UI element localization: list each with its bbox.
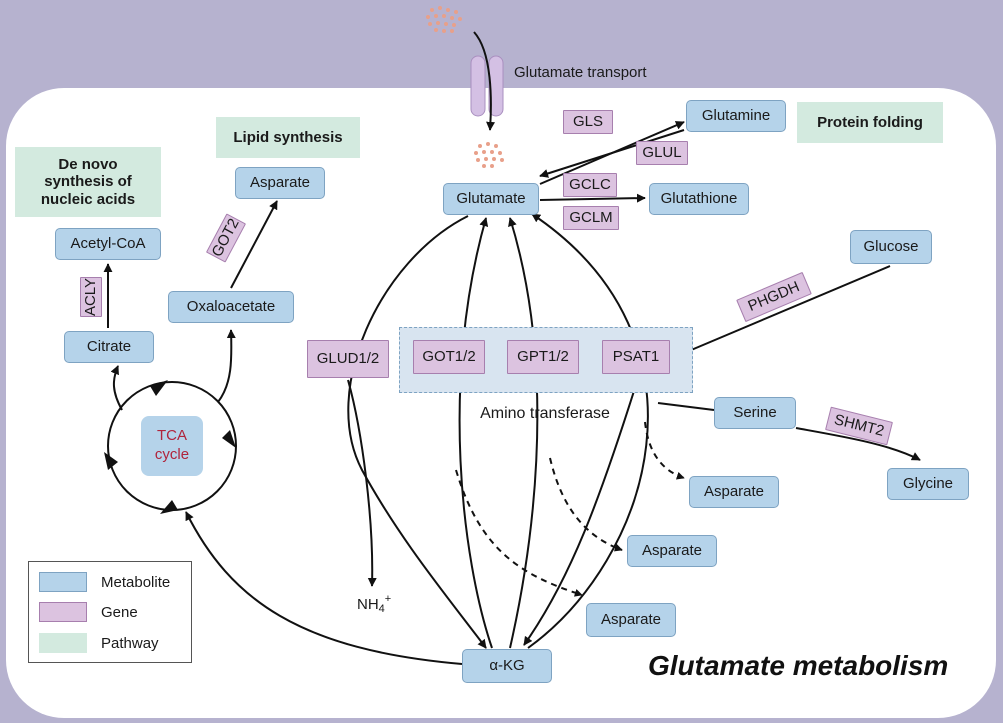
legend-label-gene: Gene xyxy=(101,603,138,621)
metabolite-glucose: Glucose xyxy=(850,230,932,264)
arrow-tca-to-citrate xyxy=(110,365,123,411)
amino-transferase-label: Amino transferase xyxy=(480,404,610,422)
arrow-akg-to-glutamate-gpt xyxy=(508,217,539,649)
gene-glud12: GLUD1/2 xyxy=(307,340,389,378)
legend-row-pathway: Pathway xyxy=(39,633,159,653)
legend-row-gene: Gene xyxy=(39,602,138,622)
glutamate-transport-label: Glutamate transport xyxy=(514,64,647,82)
arrow-serine-to-glycine xyxy=(795,427,921,461)
tca-cycle-box: TCA cycle xyxy=(141,416,203,476)
metabolite-asparate-1: Asparate xyxy=(689,476,779,508)
metabolite-alpha-kg: α-KG xyxy=(462,649,552,683)
metabolite-citrate: Citrate xyxy=(64,331,154,363)
dashed-arrow-to-asparate-3 xyxy=(455,469,583,597)
gene-gls: GLS xyxy=(563,110,613,134)
gene-gclc: GCLC xyxy=(563,173,617,197)
metabolite-glycine: Glycine xyxy=(887,468,969,500)
legend-label-pathway: Pathway xyxy=(101,634,159,652)
pathway-protein-folding: Protein folding xyxy=(797,102,943,143)
legend: Metabolite Gene Pathway xyxy=(28,561,192,663)
tca-line2: cycle xyxy=(154,446,190,463)
gene-got12: GOT1/2 xyxy=(413,340,485,374)
metabolite-serine: Serine xyxy=(714,397,796,429)
diagram-title: Glutamate metabolism xyxy=(648,650,949,681)
dashed-arrow-to-asparate-2 xyxy=(549,457,623,552)
arrow-glud-to-nh4 xyxy=(347,379,377,587)
metabolite-oxaloacetate: Oxaloacetate xyxy=(168,291,294,323)
legend-swatch-pathway xyxy=(39,633,87,653)
pathway-lipid-synthesis: Lipid synthesis xyxy=(216,117,360,158)
arrow-transport xyxy=(473,31,496,131)
line-psat-to-serine xyxy=(657,402,715,411)
metabolite-asparate-top: Asparate xyxy=(235,167,325,199)
gene-acly: ACLY xyxy=(80,277,102,317)
metabolite-glutamate: Glutamate xyxy=(443,183,539,215)
legend-swatch-gene xyxy=(39,602,87,622)
gene-psat1: PSAT1 xyxy=(602,340,670,374)
tca-line1: TCA xyxy=(157,427,187,445)
extracellular-glutamate-dots xyxy=(426,6,462,33)
arrow-glutamine-to-glutamate xyxy=(539,129,685,178)
transporter-icon xyxy=(470,55,504,117)
arrow-glutamate-to-akg-glud xyxy=(347,215,487,649)
gene-gpt12: GPT1/2 xyxy=(507,340,579,374)
dashed-arrow-to-asparate-1 xyxy=(644,421,685,480)
intracellular-glutamate-dots xyxy=(474,142,504,168)
gene-gclm: GCLM xyxy=(563,206,619,230)
tca-ring-arrowheads xyxy=(104,380,236,514)
metabolite-glutathione: Glutathione xyxy=(649,183,749,215)
arrow-akg-to-glutamate-psat xyxy=(527,213,649,649)
metabolite-asparate-3: Asparate xyxy=(586,603,676,637)
ammonium-sup: + xyxy=(384,593,392,605)
metabolite-acetyl-coa: Acetyl-CoA xyxy=(55,228,161,260)
metabolite-glutamine: Glutamine xyxy=(686,100,786,132)
gene-glul: GLUL xyxy=(636,141,688,165)
legend-label-metabolite: Metabolite xyxy=(101,573,171,591)
ammonium-base: NH xyxy=(357,596,379,613)
legend-row-metabolite: Metabolite xyxy=(39,572,170,592)
ammonium-sub: 4 xyxy=(378,603,385,615)
arrow-oxaloacetate-to-asparate xyxy=(230,200,278,289)
legend-swatch-metabolite xyxy=(39,572,87,592)
arrow-akg-to-tca xyxy=(185,511,463,665)
ammonium-label: NH4+ xyxy=(357,593,391,615)
arrow-glutamate-to-glutathione xyxy=(539,193,646,203)
arrow-glucose-to-psat xyxy=(676,265,891,357)
pathway-denovo-line2: synthesis of xyxy=(44,173,132,191)
metabolite-asparate-2: Asparate xyxy=(627,535,717,567)
arrow-glutamate-to-akg-psat xyxy=(523,371,641,646)
pathway-denovo-nucleic-acids: De novo synthesis of nucleic acids xyxy=(15,147,161,217)
pathway-denovo-line1: De novo xyxy=(58,156,118,174)
pathway-denovo-line3: nucleic acids xyxy=(40,190,136,208)
arrow-tca-to-oxaloacetate xyxy=(217,329,236,403)
arrow-akg-to-glutamate-got xyxy=(458,217,493,649)
